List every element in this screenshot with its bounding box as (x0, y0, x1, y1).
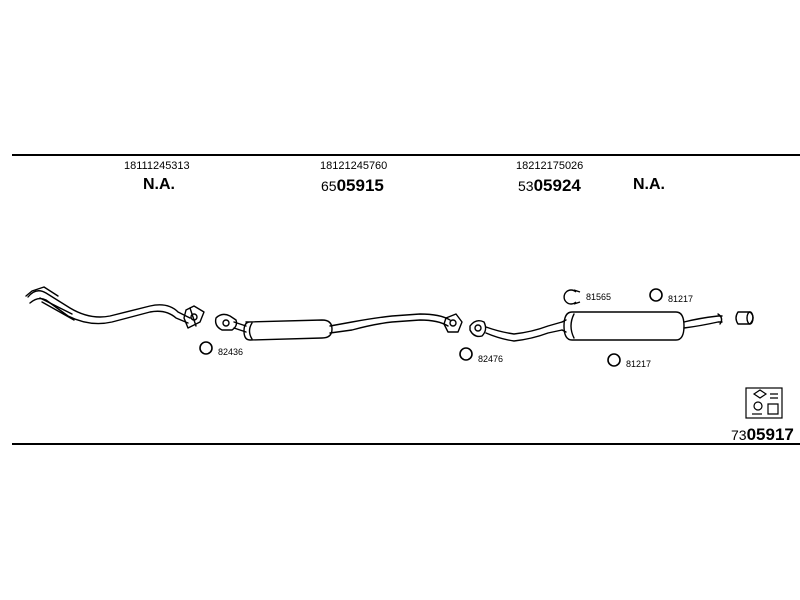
rear-silencer-drawing (469, 311, 723, 342)
code-rear-silencer: 5305924 (518, 177, 581, 195)
ring-81217-bottom-icon (607, 353, 621, 367)
fitting-label-81217-top: 81217 (668, 294, 694, 304)
fitting-label-82436: 82436 (218, 347, 244, 357)
ring-82436-icon (199, 341, 213, 355)
ring-81217-top-icon (649, 288, 663, 302)
part-number-front-pipe: 18111245313 (124, 160, 190, 172)
code-main: 05924 (533, 176, 581, 195)
code-main: 05917 (746, 425, 794, 444)
code-prefix: 73 (731, 427, 747, 443)
fitting-label-81565: 81565 (586, 292, 612, 302)
code-center-silencer: 6505915 (321, 177, 384, 195)
code-prefix: 53 (518, 178, 534, 194)
fitting-label-82476: 82476 (478, 354, 504, 364)
bottom-divider (12, 443, 800, 445)
kit-code: 7305917 (731, 426, 794, 444)
fitting-label-81217-bottom: 81217 (626, 359, 652, 369)
center-silencer-drawing (214, 313, 463, 341)
code-main: 05915 (336, 176, 384, 195)
ring-82476-icon (459, 347, 473, 361)
tail-trim-drawing (735, 311, 754, 325)
code-tailpipe: N.A. (633, 176, 665, 193)
top-divider (12, 154, 800, 156)
part-number-center-silencer: 18121245760 (320, 160, 388, 172)
clamp-81565-icon (563, 289, 581, 305)
front-pipe-drawing (25, 286, 205, 329)
code-prefix: 65 (321, 178, 337, 194)
kit-box-icon (745, 387, 783, 419)
part-number-rear-silencer: 18212175026 (516, 160, 584, 172)
code-front-pipe: N.A. (143, 176, 175, 193)
